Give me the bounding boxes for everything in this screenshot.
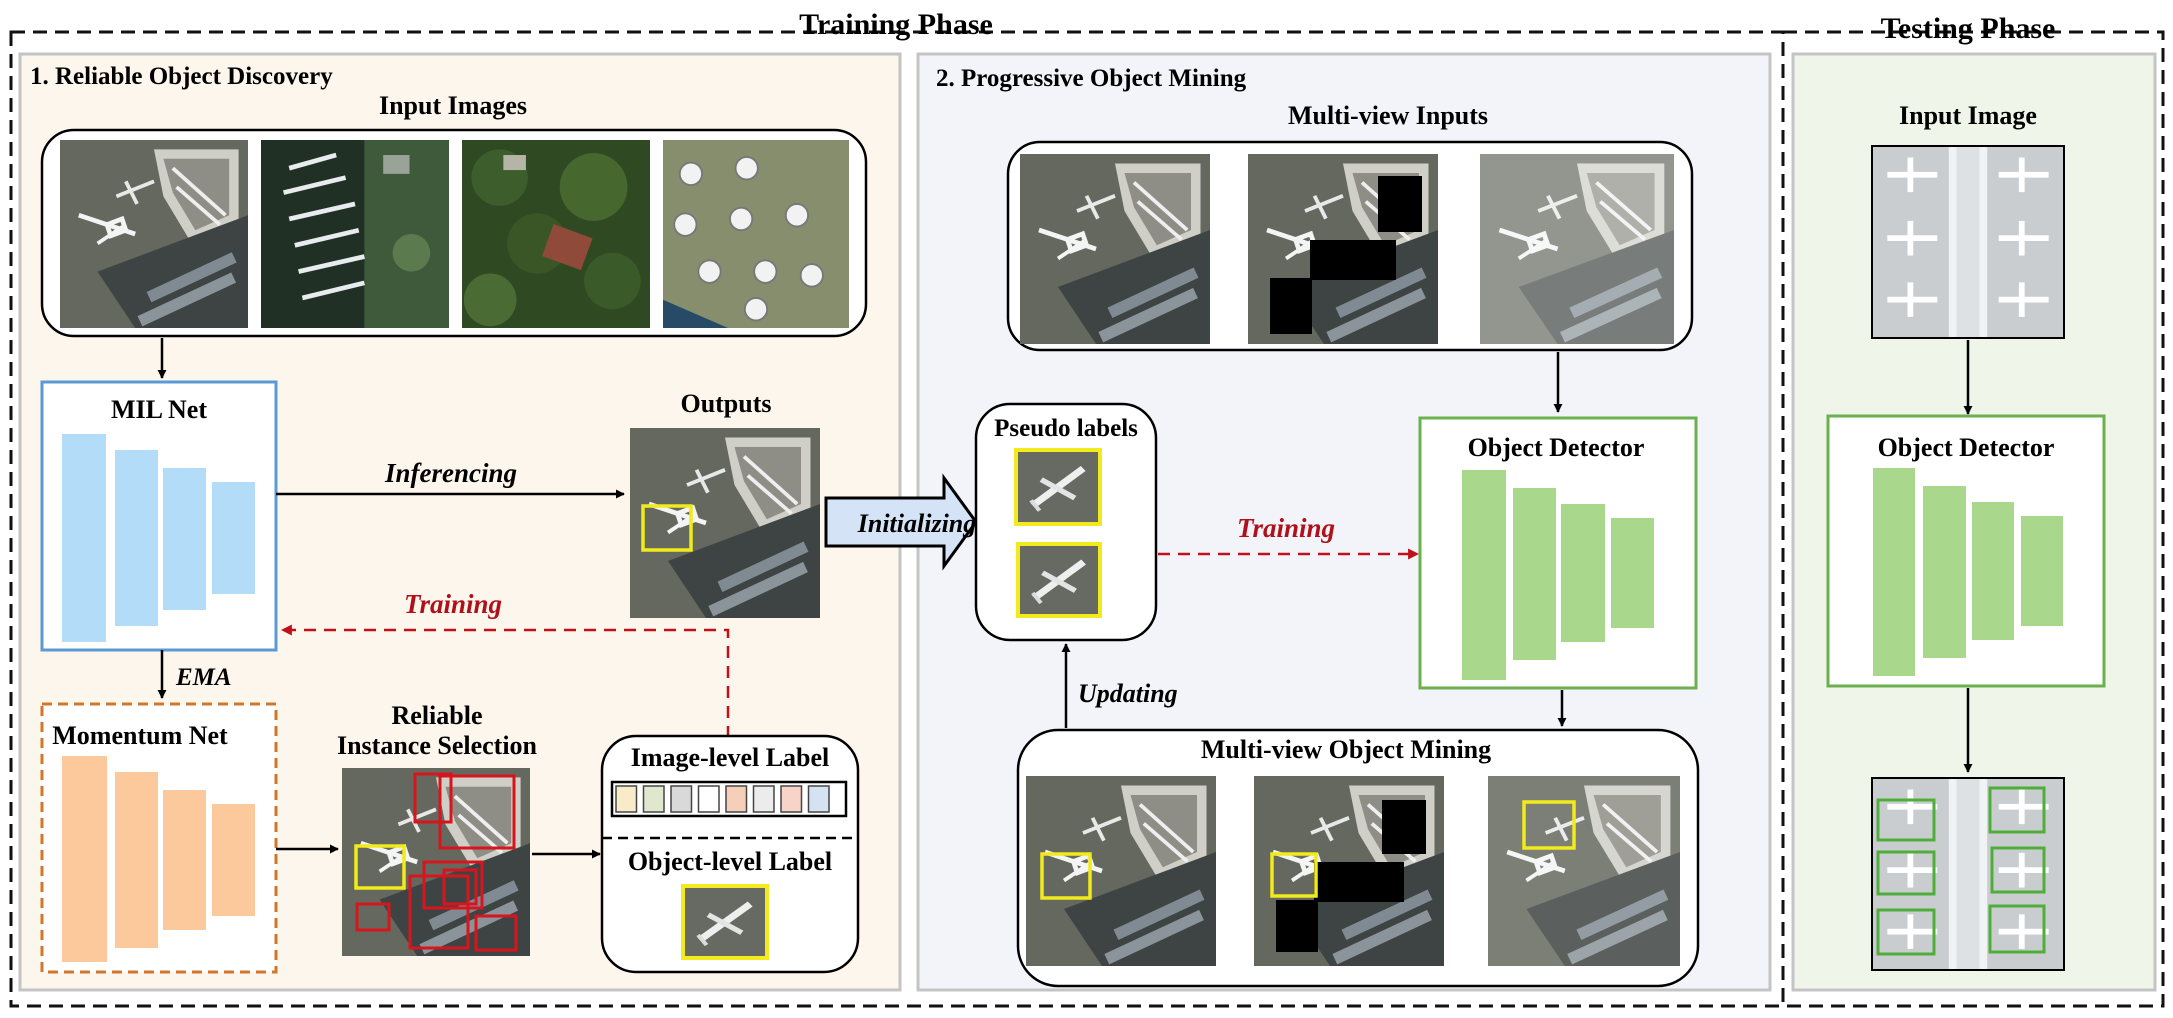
training-phase-title: Training Phase (799, 8, 993, 41)
test-detector-layer-3 (1972, 502, 2014, 640)
detector-layer-1 (1462, 470, 1506, 680)
multiview-input-original (1020, 154, 1210, 344)
test-detector-layer-1 (1873, 468, 1915, 676)
label-cell (807, 785, 830, 813)
reliable-label-line1: Reliable (392, 701, 483, 730)
selection-box-7 (474, 914, 518, 952)
selection-box-3 (422, 860, 484, 910)
label-vector-frame (610, 780, 848, 818)
detection-box-6 (1988, 904, 2046, 954)
multiview-inputs-label: Multi-view Inputs (1288, 101, 1488, 130)
momentum-layer-3 (163, 790, 206, 930)
selection-box-1 (413, 772, 453, 824)
mil-net-layer-1 (62, 434, 106, 642)
multiview-input-augmented (1480, 154, 1674, 344)
mining-yellow-box-3 (1522, 800, 1576, 850)
training-label-1: Training (404, 589, 502, 619)
label-cell (697, 785, 720, 813)
selection-red-boxes (355, 772, 518, 952)
label-cell (642, 785, 665, 813)
detection-box-1 (1876, 798, 1936, 842)
selection-box-2 (438, 774, 516, 850)
mil-net-label: MIL Net (111, 395, 207, 424)
training-label-2: Training (1237, 513, 1335, 543)
momentum-net-label: Momentum Net (52, 721, 228, 750)
object-level-image (681, 884, 769, 960)
test-detector-layer-2 (1923, 486, 1966, 658)
input-image-forest (462, 140, 650, 328)
detection-box-3 (1876, 850, 1936, 896)
training-phase-frame (9, 30, 1785, 1008)
selection-box-4 (442, 868, 478, 906)
mining-image-augmented (1488, 776, 1680, 966)
mil-net-layer-2 (115, 450, 158, 626)
ema-label: EMA (175, 664, 232, 691)
input-image-airport (60, 140, 248, 328)
test-input-image-label: Input Image (1899, 101, 2037, 130)
momentum-layer-4 (212, 804, 255, 916)
test-output-image (1871, 777, 2065, 971)
label-cell (780, 785, 803, 813)
mining-yellow-box-1 (1040, 852, 1092, 900)
mining-image-original (1026, 776, 1216, 966)
mil-net-layer-3 (163, 468, 206, 610)
momentum-layer-1 (62, 756, 107, 962)
test-detector-layer-4 (2021, 516, 2063, 626)
mil-net-layer-4 (212, 482, 255, 594)
label-cell (725, 785, 748, 813)
test-detector-label: Object Detector (1878, 433, 2055, 462)
input-images-label: Input Images (379, 91, 527, 120)
test-detection-boxes (1876, 786, 2046, 956)
label-cell (752, 785, 775, 813)
section2-title: 2. Progressive Object Mining (936, 65, 1247, 92)
detector-label: Object Detector (1468, 433, 1645, 462)
reliable-label-line2: Instance Selection (337, 731, 538, 760)
initializing-label: Initializing (857, 509, 977, 538)
selection-yellow-box (354, 844, 406, 890)
mask-blocks-2 (1276, 800, 1426, 952)
image-level-label-vector (610, 780, 848, 818)
inferencing-label: Inferencing (384, 458, 517, 488)
test-input-image (1871, 145, 2065, 339)
input-image-marina (261, 140, 449, 328)
detection-box-2 (1988, 786, 2046, 834)
updating-label: Updating (1078, 679, 1178, 708)
outputs-label: Outputs (680, 389, 771, 418)
input-image-tanks (663, 140, 849, 328)
selection-box-5 (408, 874, 470, 950)
multiview-mining-label: Multi-view Object Mining (1201, 735, 1491, 764)
mask-blocks-1 (1270, 176, 1422, 334)
pseudo-labels-label: Pseudo labels (994, 415, 1138, 442)
testing-phase-title: Testing Phase (1881, 12, 2056, 45)
outputs-image (630, 428, 820, 618)
selection-box-6 (355, 902, 391, 932)
image-level-label: Image-level Label (631, 743, 830, 772)
detector-layer-2 (1513, 488, 1556, 660)
augmented-tint (1480, 154, 1674, 344)
section1-title: 1. Reliable Object Discovery (30, 63, 333, 90)
arrow-training-to-mil (280, 624, 730, 738)
pseudo-label-image-2 (1016, 542, 1102, 618)
momentum-layer-2 (115, 772, 158, 948)
detection-box-4 (1990, 846, 2046, 894)
pseudo-label-image-1 (1014, 448, 1102, 526)
label-cell (670, 785, 693, 813)
detection-box-5 (1876, 908, 1936, 956)
mining-yellow-box-2 (1270, 852, 1318, 898)
initializing-arrow (824, 473, 978, 571)
object-level-label: Object-level Label (628, 847, 832, 876)
testing-phase-frame (1781, 30, 2165, 1008)
outputs-highlight-box (641, 504, 693, 552)
detector-layer-4 (1611, 518, 1654, 628)
detector-layer-3 (1561, 504, 1605, 642)
label-cell (615, 785, 638, 813)
